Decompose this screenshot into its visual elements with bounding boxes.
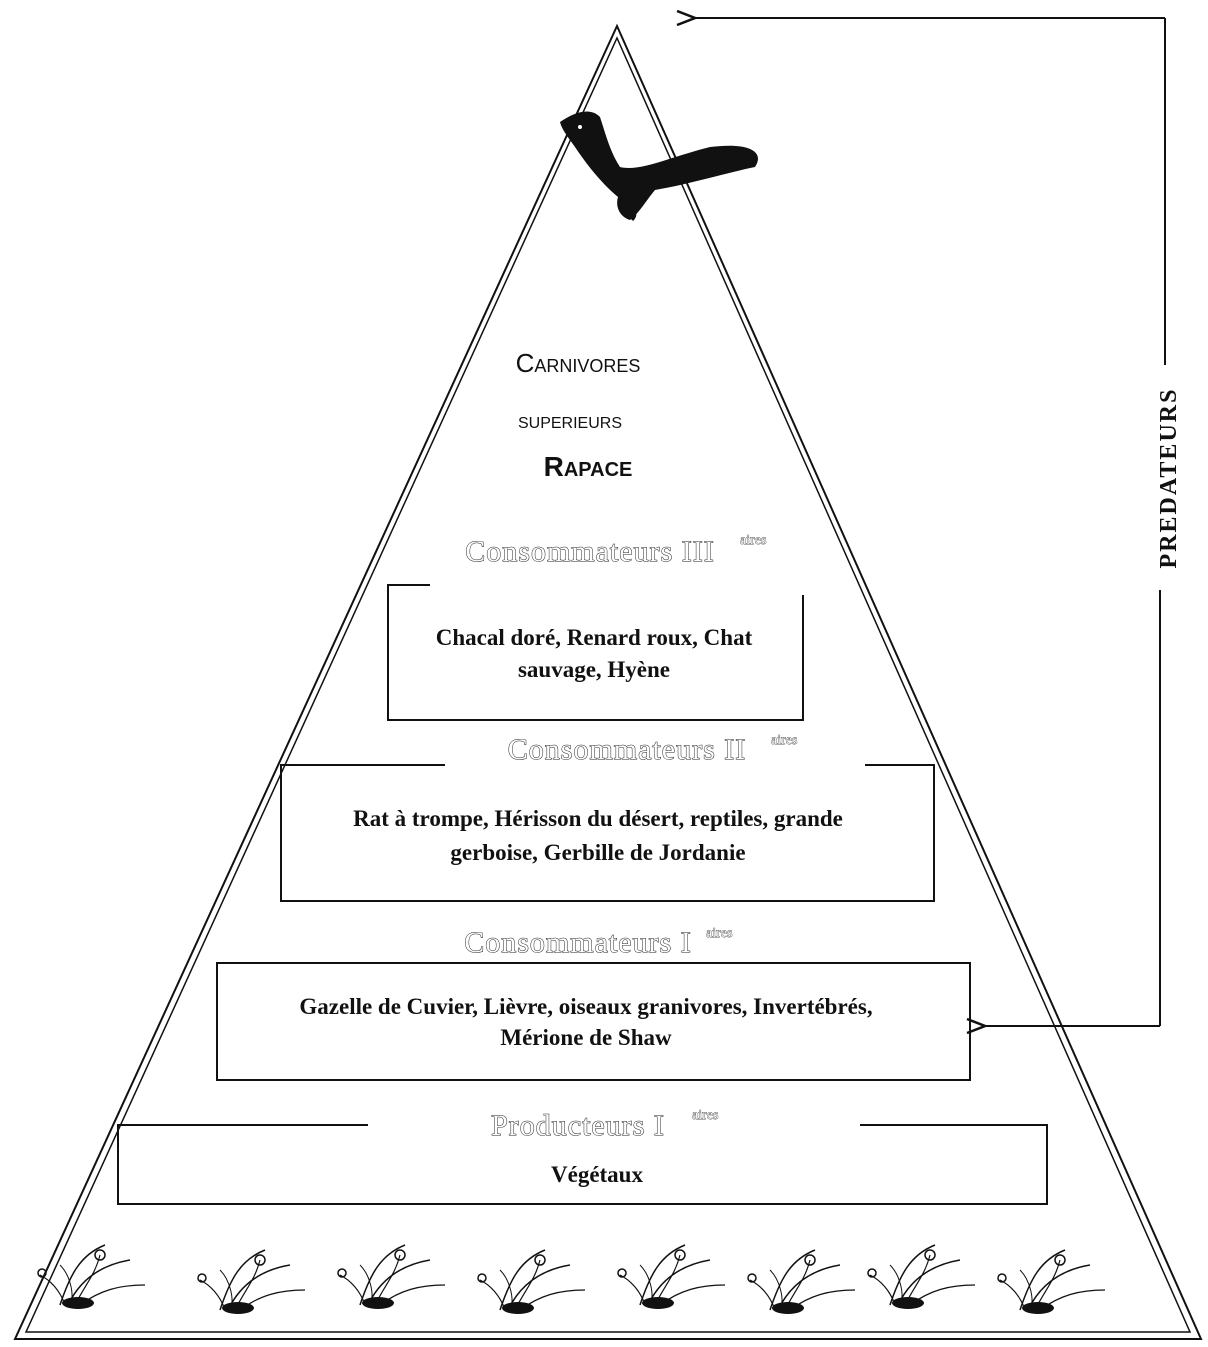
apex-line3: Rapace bbox=[544, 451, 633, 482]
primary-consumers-suffix: aires bbox=[706, 926, 732, 941]
producers-line1: Végétaux bbox=[551, 1162, 643, 1187]
producers-suffix: aires bbox=[692, 1108, 718, 1123]
predators-connector bbox=[695, 18, 1166, 1026]
tertiary-consumers-title: Consommateurs III bbox=[465, 535, 714, 568]
tertiary-consumers-line1: Chacal doré, Renard roux, Chat bbox=[436, 625, 753, 650]
pyramid-inner-outline bbox=[24, 36, 1192, 1333]
primary-consumers-line2: Mérione de Shaw bbox=[500, 1025, 672, 1050]
predators-label: PREDATEURS bbox=[1156, 388, 1182, 569]
primary-consumers-title: Consommateurs I bbox=[464, 926, 691, 959]
tertiary-consumers-box bbox=[387, 584, 804, 721]
secondary-consumers-title: Consommateurs II bbox=[508, 733, 746, 766]
plants-icon bbox=[37, 1244, 1106, 1315]
producers-title: Producteurs I bbox=[491, 1109, 665, 1142]
tertiary-consumers-suffix: aires bbox=[740, 533, 766, 548]
apex-line2: superieurs bbox=[518, 407, 622, 433]
pyramid-outline bbox=[13, 23, 1203, 1340]
tertiary-consumers-line2: sauvage, Hyène bbox=[518, 657, 670, 682]
primary-consumers-line1: Gazelle de Cuvier, Lièvre, oiseaux grani… bbox=[299, 994, 872, 1019]
producers-box bbox=[117, 1124, 1048, 1205]
apex-line1: Carnivores bbox=[516, 348, 641, 378]
secondary-consumers-line1: Rat à trompe, Hérisson du désert, reptil… bbox=[353, 806, 843, 831]
secondary-consumers-suffix: aires bbox=[771, 733, 797, 748]
eagle-icon bbox=[560, 111, 758, 222]
secondary-consumers-box bbox=[280, 764, 935, 902]
primary-consumers-box bbox=[216, 962, 971, 1081]
secondary-consumers-line2: gerboise, Gerbille de Jordanie bbox=[450, 840, 745, 865]
